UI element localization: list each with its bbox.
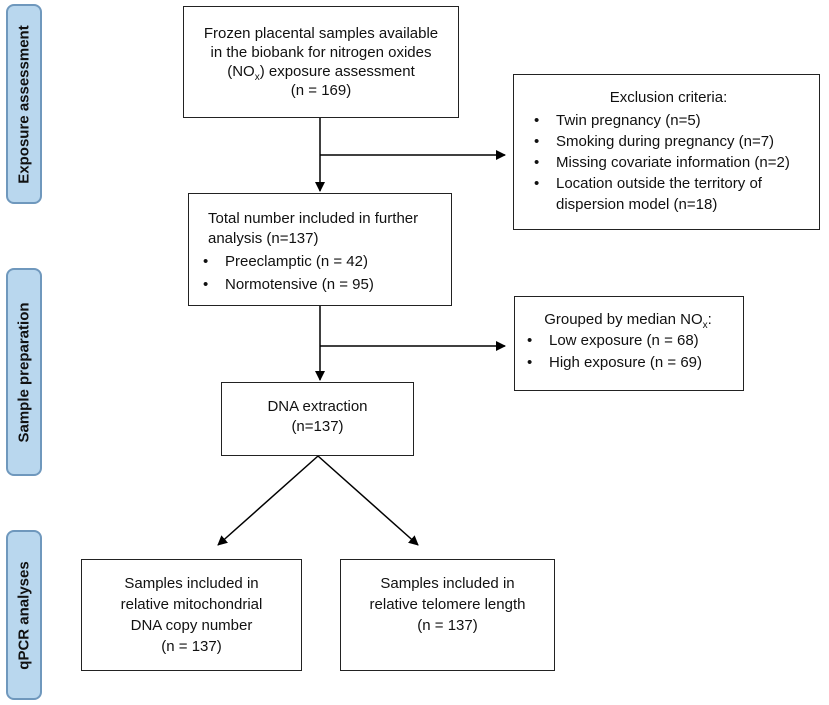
samples-line2: in the biobank for nitrogen oxides (210, 44, 432, 61)
total-list: Preeclamptic (n = 42) Normotensive (n = … (195, 250, 443, 296)
box-telomere-length: Samples included in relative telomere le… (340, 559, 555, 671)
exclusion-list: Twin pregnancy (n=5) Smoking during preg… (526, 110, 811, 215)
dna-line2: (n=137) (291, 418, 344, 435)
samples-line3: (NOx) exposure assessment (227, 63, 415, 83)
telomere-line2: relative telomere length (369, 596, 526, 613)
total-line1: Total number included in further (208, 210, 419, 227)
mtdna-line1: Samples included in (124, 575, 259, 592)
grouped-list: Low exposure (n = 68) High exposure (n =… (519, 330, 737, 374)
total-item: Preeclamptic (n = 42) (195, 250, 443, 273)
exclusion-item: Missing covariate information (n=2) (526, 152, 811, 173)
mtdna-line3: DNA copy number (130, 617, 253, 634)
box-dna-extraction: DNA extraction (n=137) (221, 382, 414, 456)
box-exclusion-criteria: Exclusion criteria: Twin pregnancy (n=5)… (513, 74, 820, 230)
section-label-qpcr: qPCR analyses (6, 530, 42, 700)
box-grouped-by-median: Grouped by median NOx: Low exposure (n =… (514, 296, 744, 391)
grouped-title: Grouped by median NOx: (544, 311, 712, 331)
exclusion-item: Twin pregnancy (n=5) (526, 110, 811, 131)
mtdna-line4: (n = 137) (161, 638, 222, 655)
exclusion-item: Smoking during pregnancy (n=7) (526, 131, 811, 152)
dna-line1: DNA extraction (267, 398, 368, 415)
section-label-sample-preparation: Sample preparation (6, 268, 42, 476)
box-placental-samples: Frozen placental samples available in th… (183, 6, 459, 118)
section-label-exposure: Exposure assessment (6, 4, 42, 204)
total-item: Normotensive (n = 95) (195, 273, 443, 296)
telomere-line1: Samples included in (380, 575, 515, 592)
telomere-line3: (n = 137) (417, 617, 478, 634)
arrow-dna-to-mtdna (217, 455, 319, 546)
grouped-item: High exposure (n = 69) (519, 352, 737, 374)
exclusion-item: Location outside the territory of disper… (526, 173, 811, 215)
grouped-item: Low exposure (n = 68) (519, 330, 737, 352)
box-total-included: Total number included in further analysi… (188, 193, 452, 306)
arrow-dna-to-telomere (317, 455, 419, 546)
samples-line1: Frozen placental samples available (203, 25, 439, 42)
exclusion-title: Exclusion criteria: (609, 89, 728, 106)
mtdna-line2: relative mitochondrial (120, 596, 263, 613)
box-mtdna-copy-number: Samples included in relative mitochondri… (81, 559, 302, 671)
total-line2: analysis (n=137) (208, 230, 319, 247)
samples-line4: (n = 169) (290, 82, 352, 99)
